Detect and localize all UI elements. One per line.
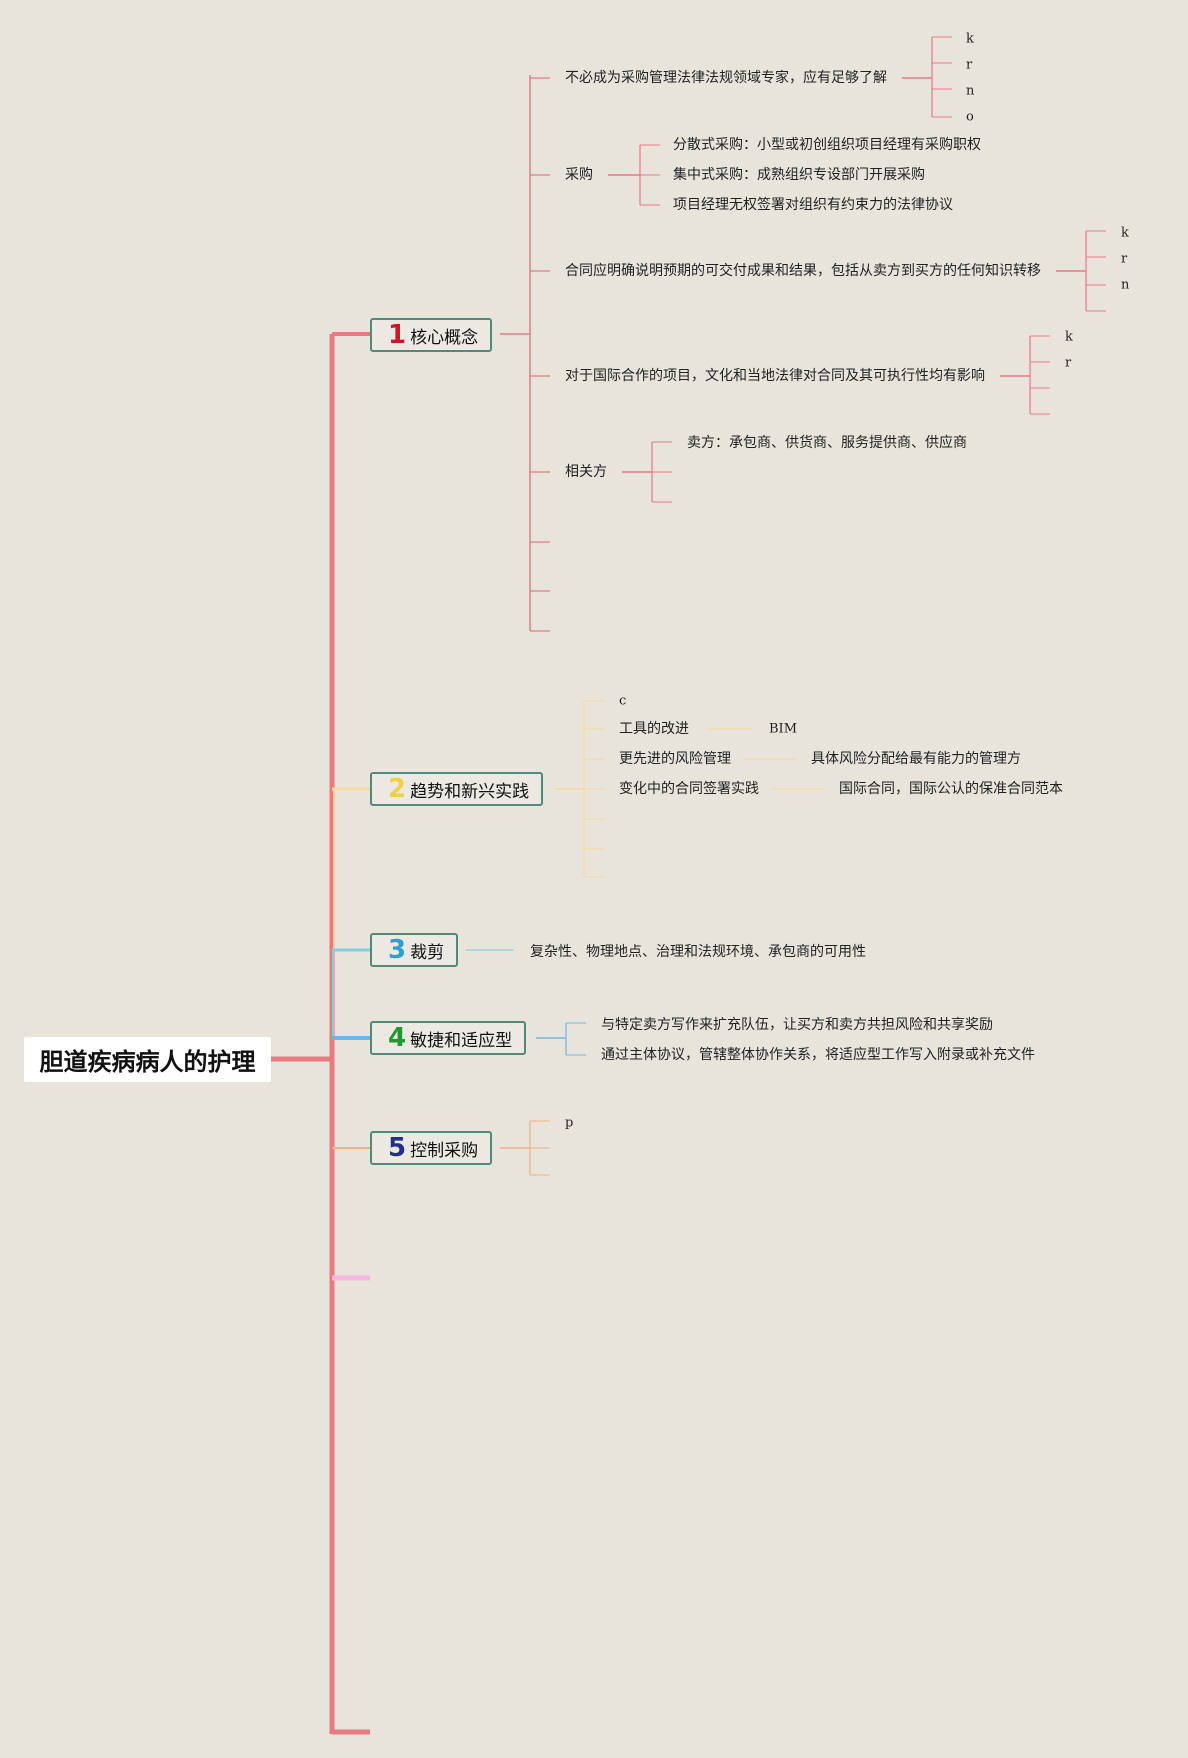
subtopic-tools[interactable]: 工具的改进 (619, 721, 689, 737)
leaf-item[interactable]: r (1121, 251, 1128, 267)
subtopic-international[interactable]: 对于国际合作的项目，文化和当地法律对合同及其可执行性均有影响 (565, 368, 985, 384)
topic-control-procurement[interactable]: 5 控制采购 (370, 1131, 493, 1165)
topic-trends[interactable]: 2 趋势和新兴实践 (370, 772, 544, 806)
topic-number-3: 3 (388, 935, 407, 965)
subtopic-agile-2[interactable]: 通过主体协议，管辖整体协作关系，将适应型工作写入附录或补充文件 (601, 1047, 1035, 1063)
subtopic-contracting[interactable]: 变化中的合同签署实践 (619, 781, 759, 797)
leaf-decentralized[interactable]: 分散式采购：小型或初创组织项目经理有采购职权 (673, 137, 981, 153)
leaf-item[interactable]: k (1121, 225, 1129, 241)
leaf-bim[interactable]: BIM (769, 721, 797, 737)
topic-label: 敏捷和适应型 (410, 1030, 513, 1051)
leaf-item[interactable]: n (1121, 277, 1130, 293)
subtopic-legal-knowledge[interactable]: 不必成为采购管理法律法规领域专家，应有足够了解 (565, 70, 887, 86)
topic-label: 裁剪 (410, 942, 445, 963)
topic-number-2: 2 (388, 774, 407, 804)
leaf-risk-allocation[interactable]: 具体风险分配给最有能力的管理方 (811, 751, 1021, 767)
leaf-item[interactable]: r (1065, 355, 1072, 371)
subtopic-item[interactable]: p (565, 1115, 574, 1131)
root-topic[interactable]: 胆道疾病病人的护理 (24, 1037, 271, 1082)
topic-number-1: 1 (388, 320, 407, 350)
subtopic-deliverables[interactable]: 合同应明确说明预期的可交付成果和结果，包括从卖方到买方的任何知识转移 (565, 263, 1041, 279)
leaf-no-signing-authority[interactable]: 项目经理无权签署对组织有约束力的法律协议 (673, 197, 953, 213)
subtopic-item[interactable]: c (619, 693, 627, 709)
leaf-item[interactable]: n (966, 83, 975, 99)
subtopic-risk[interactable]: 更先进的风险管理 (619, 751, 731, 767)
topic-tailoring[interactable]: 3 裁剪 (370, 933, 459, 967)
root-title: 胆道疾病病人的护理 (39, 1048, 256, 1076)
topic-label: 核心概念 (410, 327, 479, 348)
leaf-intl-contract[interactable]: 国际合同，国际公认的保准合同范本 (839, 781, 1063, 797)
topic-label: 趋势和新兴实践 (410, 781, 530, 802)
subtopic-tailoring-factors[interactable]: 复杂性、物理地点、治理和法规环境、承包商的可用性 (530, 944, 866, 960)
topic-core-concepts[interactable]: 1 核心概念 (370, 318, 493, 352)
subtopic-agile-1[interactable]: 与特定卖方写作来扩充队伍，让买方和卖方共担风险和共享奖励 (601, 1017, 993, 1033)
leaf-item[interactable]: r (966, 57, 973, 73)
leaf-item[interactable]: o (966, 109, 974, 125)
leaf-item[interactable]: k (1065, 329, 1073, 345)
leaf-centralized[interactable]: 集中式采购：成熟组织专设部门开展采购 (673, 167, 925, 183)
topic-agile[interactable]: 4 敏捷和适应型 (370, 1021, 527, 1055)
subtopic-stakeholders[interactable]: 相关方 (565, 464, 607, 480)
leaf-sellers[interactable]: 卖方：承包商、供货商、服务提供商、供应商 (687, 435, 967, 451)
topic-number-4: 4 (388, 1023, 407, 1053)
topic-number-5: 5 (388, 1133, 407, 1163)
topic-label: 控制采购 (410, 1140, 479, 1161)
subtopic-procurement[interactable]: 采购 (565, 167, 593, 183)
leaf-item[interactable]: k (966, 31, 974, 47)
